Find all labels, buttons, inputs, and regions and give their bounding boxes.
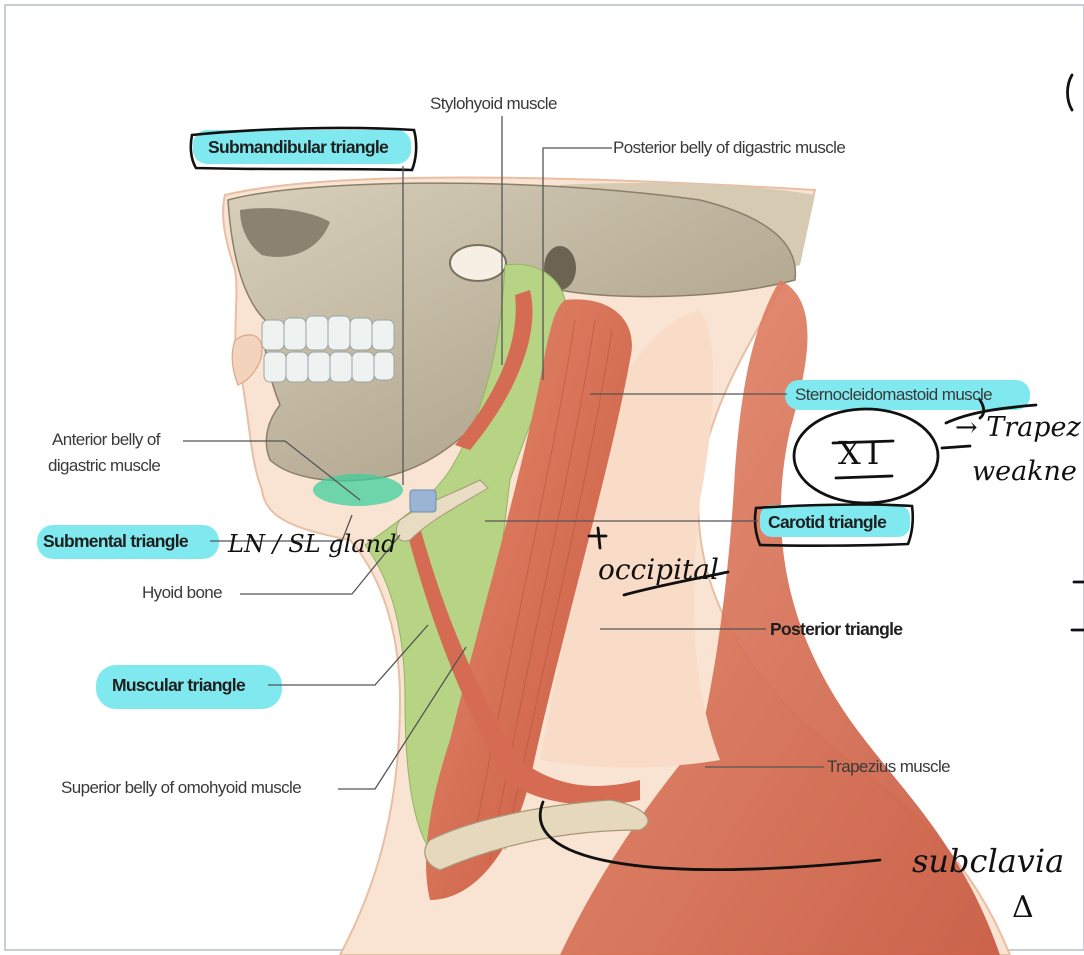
label-carotid-triangle: Carotid triangle — [768, 512, 886, 532]
note-subclavian: subclavia — [912, 842, 1064, 880]
label-trapezius: Trapezius muscle — [827, 757, 950, 777]
note-trapezius: → Trapez — [955, 412, 1081, 443]
note-weakness: weakne — [972, 456, 1077, 487]
note-nerve-xi: XI — [838, 434, 885, 472]
label-posterior-digastric: Posterior belly of digastric muscle — [613, 138, 845, 158]
label-muscular-triangle: Muscular triangle — [112, 675, 245, 695]
label-posterior-triangle: Posterior triangle — [770, 619, 902, 639]
mandibular-notch — [450, 245, 506, 281]
note-occipital: occipital — [598, 553, 719, 586]
label-submandibular-triangle: Submandibular triangle — [208, 137, 388, 157]
label-stylohyoid: Stylohyoid muscle — [430, 94, 557, 114]
label-anterior-digastric-line2: digastric muscle — [48, 456, 160, 476]
note-delta: Δ — [1012, 890, 1034, 925]
submandibular-gland — [313, 474, 403, 506]
label-submental-triangle: Submental triangle — [43, 531, 188, 551]
label-sternocleidomastoid: Sternocleidomastoid muscle — [795, 385, 992, 405]
label-superior-omohyoid: Superior belly of omohyoid muscle — [61, 778, 301, 798]
label-anterior-digastric-line1: Anterior belly of — [52, 430, 160, 450]
hyoid-tendon — [410, 490, 436, 512]
note-ln-sl-gland: LN / SL gland — [228, 530, 396, 558]
label-hyoid-bone: Hyoid bone — [142, 583, 222, 603]
